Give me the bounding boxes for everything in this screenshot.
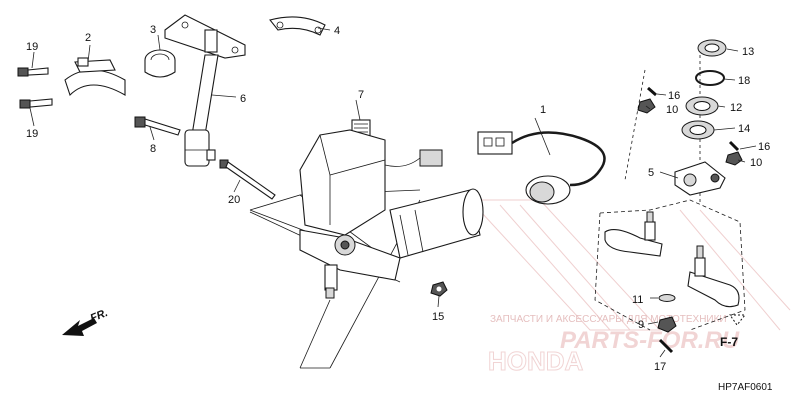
ref-label: F-7 (720, 335, 738, 349)
front-label: FR. (89, 307, 110, 325)
watermark-brand: HONDA (488, 346, 584, 376)
part-seal-13 (697, 39, 727, 57)
part-seal (144, 49, 176, 78)
callout-8: 8 (150, 143, 156, 155)
part-clamp (64, 57, 126, 97)
bolt-20 (219, 159, 276, 200)
callout-9: 9 (638, 319, 644, 331)
part-seal-14 (681, 120, 715, 140)
callout-3: 3 (150, 24, 156, 36)
cotter-pin-17 (658, 338, 674, 354)
bolt-19-lower (19, 98, 53, 109)
part-pitman-arm-5 (674, 161, 726, 196)
callout-7: 7 (358, 89, 364, 101)
callout-15: 15 (432, 311, 444, 323)
tie-rod-end-right (687, 245, 740, 308)
part-pin-16-upper (647, 86, 657, 97)
watermark-line1: ЗАПЧАСТИ И АКСЕССУАРЫ ДЛЯ МОТОТЕХНИКИ (490, 314, 727, 325)
callout-14: 14 (738, 123, 750, 135)
part-column-plate (164, 14, 246, 59)
callout-18: 18 (738, 75, 750, 87)
callout-13: 13 (742, 46, 754, 58)
watermark-site: PARTS-FOR.RU (560, 327, 740, 354)
ref-arrow-f7: F-7 (720, 314, 747, 349)
washer-11 (658, 294, 676, 302)
part-eps-unit (299, 119, 484, 299)
bolt-19-upper (17, 67, 49, 77)
part-wire-harness (477, 131, 606, 205)
diagram-code: HP7AF0601 (718, 382, 773, 393)
callout-1: 1 (540, 104, 546, 116)
callout-10-lower: 10 (750, 157, 762, 169)
callout-11: 11 (632, 294, 643, 306)
callout-6: 6 (240, 93, 246, 105)
part-steering-shaft (184, 54, 219, 167)
callout-19-lower: 19 (26, 128, 38, 140)
part-nut-10-lower (725, 151, 743, 166)
tie-rod-end-left (604, 211, 663, 257)
part-circlip-18 (695, 70, 725, 86)
leader-lines (29, 27, 757, 358)
callout-16-upper: 16 (668, 90, 680, 102)
callout-12: 12 (730, 102, 742, 114)
part-upper-bracket (269, 16, 326, 36)
nut-9 (657, 316, 677, 333)
callout-5: 5 (648, 167, 654, 179)
bolt-8 (134, 116, 181, 136)
callout-16-lower: 16 (758, 141, 770, 153)
callout-19-upper: 19 (26, 41, 38, 53)
callouts: 1 2 3 4 5 6 7 8 9 10 10 11 12 13 14 15 1… (26, 24, 770, 373)
part-bearing-12 (685, 96, 719, 116)
part-pin-16-lower (728, 140, 740, 152)
callout-10-upper: 10 (666, 104, 678, 116)
watermark: ЗАПЧАСТИ И АКСЕССУАРЫ ДЛЯ МОТОТЕХНИКИ PA… (468, 199, 791, 377)
callout-2: 2 (85, 32, 91, 44)
front-direction-arrow: FR. (62, 307, 110, 336)
callout-4: 4 (334, 25, 340, 37)
callout-20: 20 (228, 194, 240, 206)
nut-15 (430, 281, 448, 297)
callout-17: 17 (654, 361, 666, 373)
